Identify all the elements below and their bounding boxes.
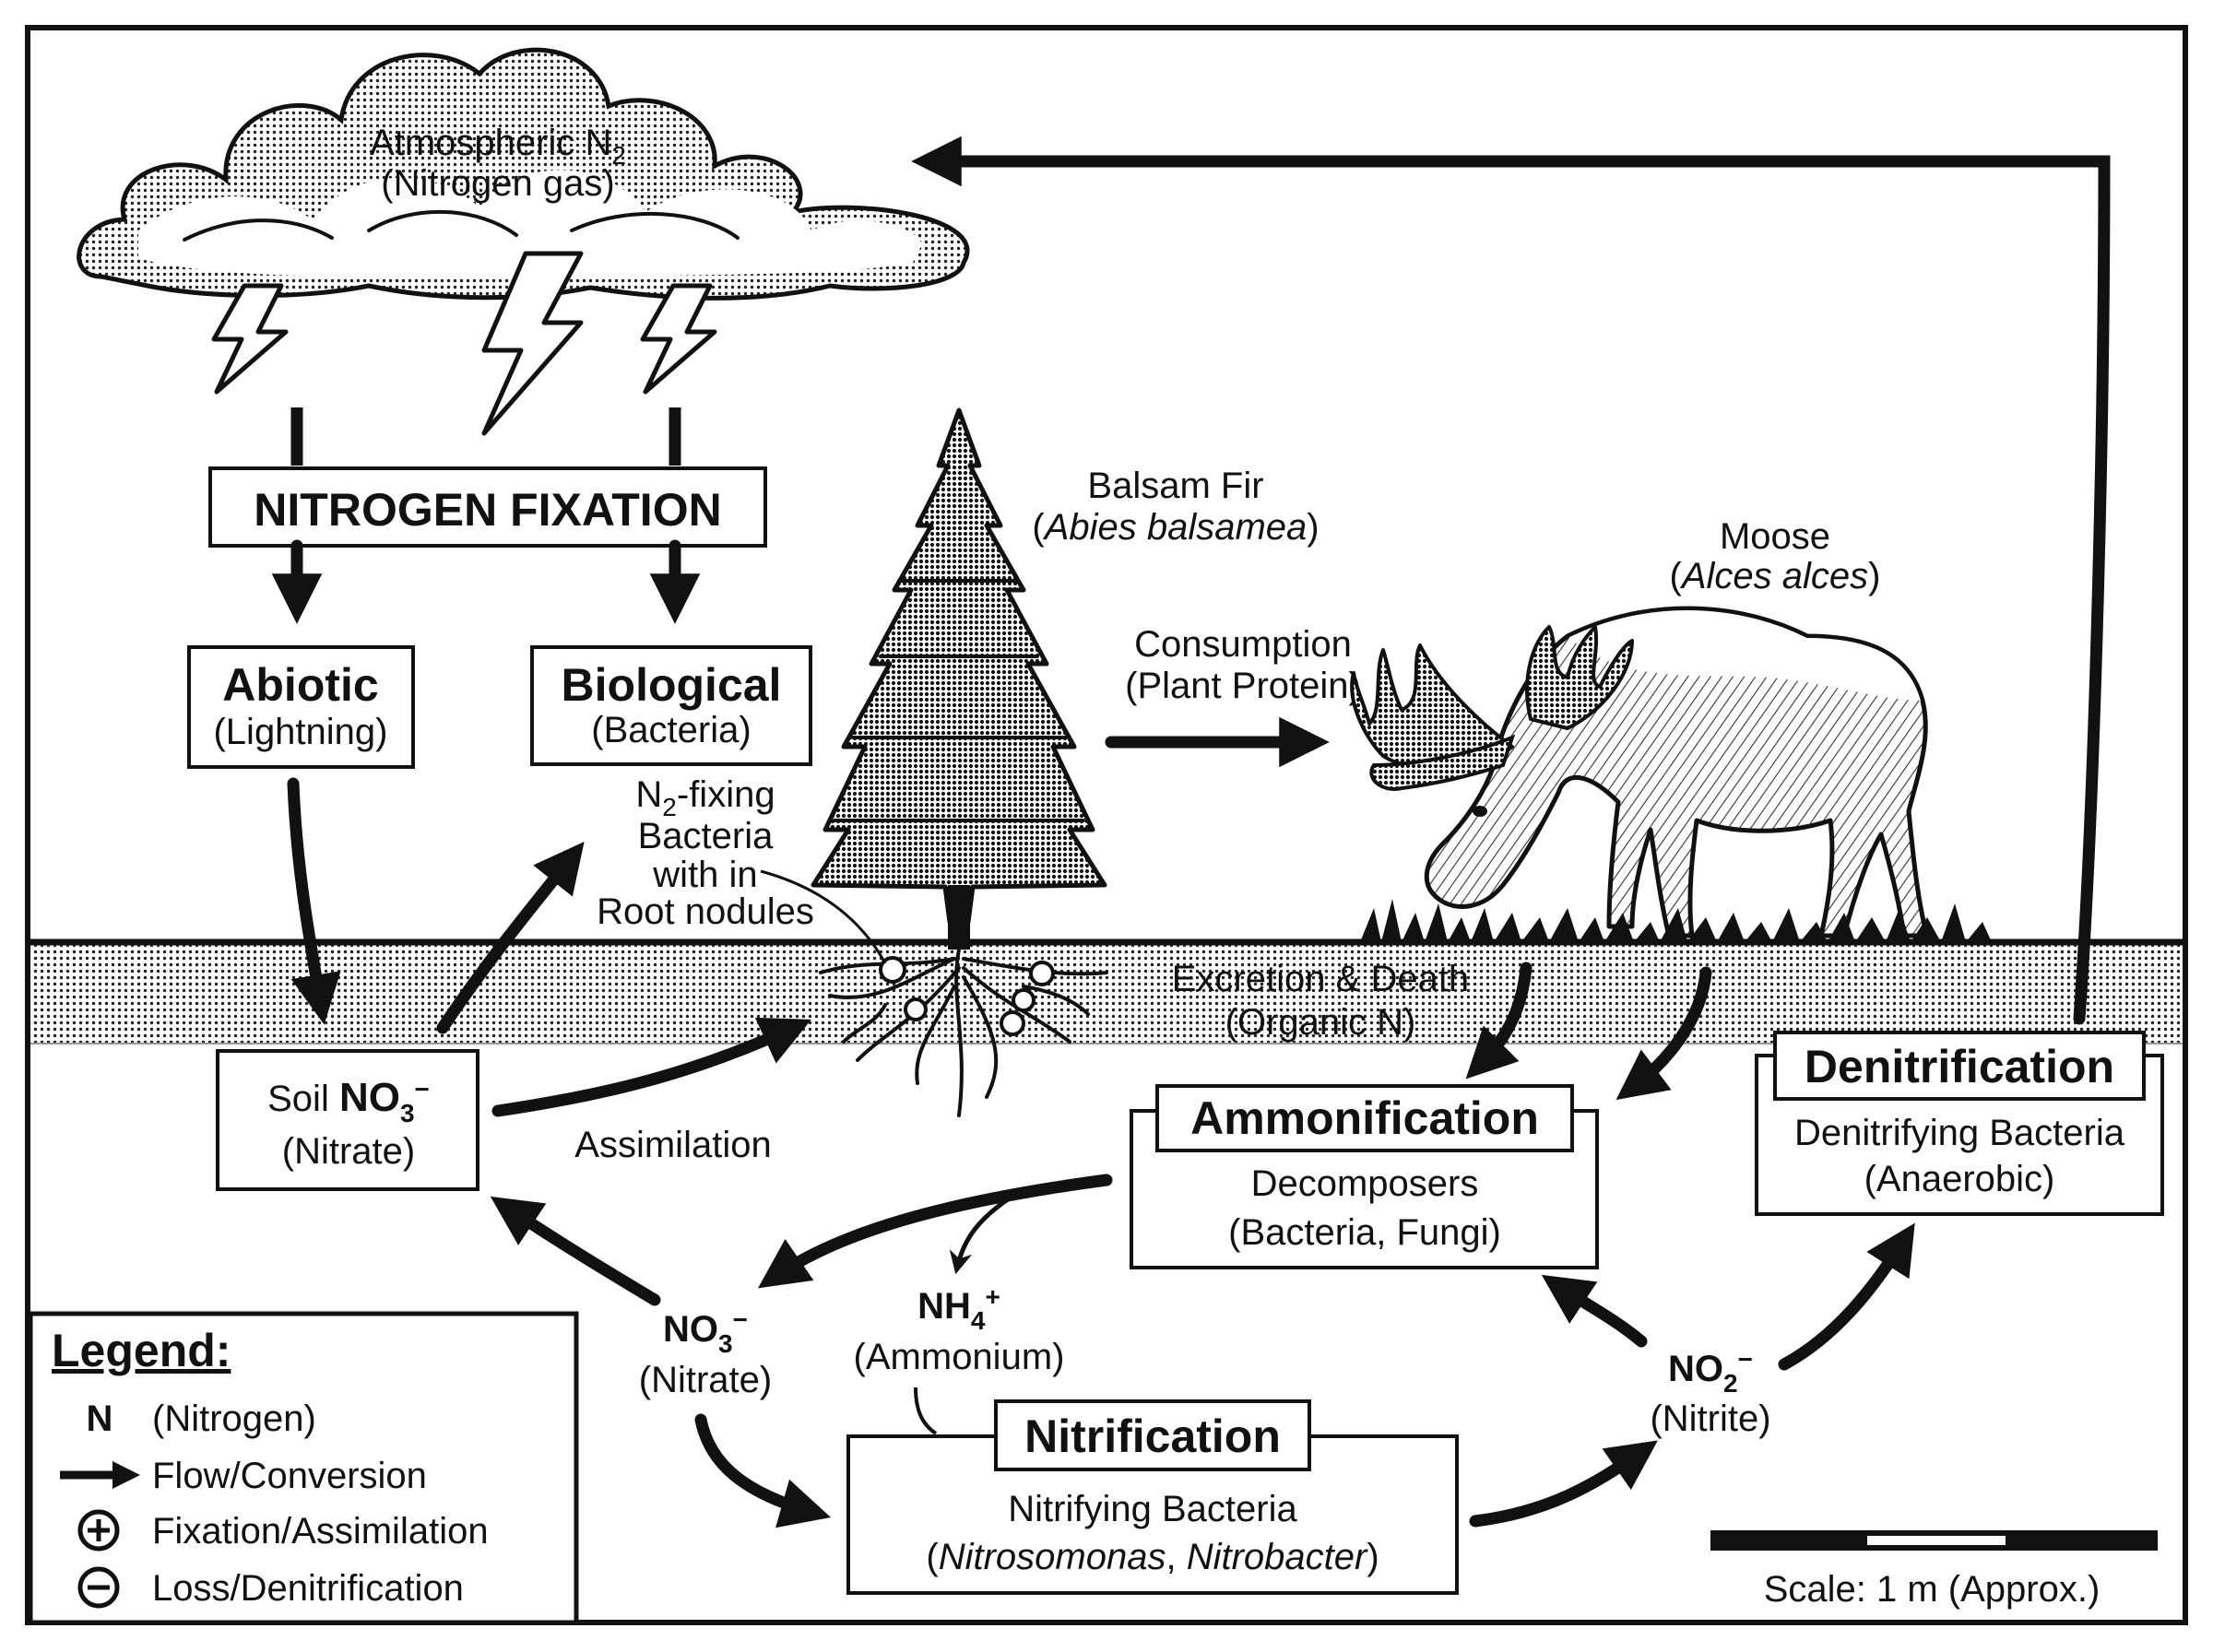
moose-icon (1350, 606, 1930, 938)
fir-name: Balsam Fir (1087, 466, 1263, 506)
atmosphere-subtitle: (Nitrogen gas) (381, 163, 614, 204)
nitrate-to-nitrification-arrow (694, 1413, 831, 1528)
plus-circle-icon (77, 1509, 120, 1552)
biological-subtitle: (Bacteria) (591, 710, 751, 750)
nodules-line2: Bacteria (638, 816, 774, 856)
minus-circle-icon (77, 1566, 120, 1609)
legend-label-loss: Loss/Denitrification (152, 1568, 464, 1609)
soil-nitrate-subtitle: (Nitrate) (282, 1131, 415, 1172)
nodules-line4: Root nodules (597, 891, 814, 932)
tree-roots (819, 948, 1108, 1117)
ammonium-connector (914, 1386, 938, 1435)
abiotic-title: Abiotic (222, 659, 378, 711)
nitrate-to-soil-arrow (490, 1196, 661, 1306)
balsam-fir-tree (811, 407, 1107, 950)
ammonification-line1: Decomposers (1251, 1163, 1479, 1204)
soil-nitrate-label: Soil NO3− (267, 1075, 430, 1127)
biological-title: Biological (562, 659, 782, 711)
ammonification-to-ammonium-arrow (949, 1186, 1025, 1275)
denitrification-line1: Denitrifying Bacteria (1794, 1113, 2125, 1153)
lightning-bolt-icon (640, 283, 717, 395)
nodule-pointer-line (760, 869, 887, 964)
abiotic-box (187, 645, 415, 769)
nodules-line3: with in (652, 855, 757, 895)
denitrification-title-tag (1773, 1031, 2146, 1101)
abiotic-to-soil-nitrate-arrow (287, 777, 341, 1025)
assimilation-label: Assimilation (574, 1125, 771, 1165)
ammonification-line2: (Bacteria, Fungi) (1228, 1212, 1501, 1253)
excretion-line2: (Organic N) (1225, 1002, 1416, 1043)
consumption-line1: Consumption (1134, 624, 1352, 665)
nitrite-to-denitrification-arrow (1778, 1222, 1915, 1371)
ammonification-title: Ammonification (1190, 1092, 1539, 1144)
moose-name: Moose (1720, 516, 1830, 557)
scale-label: Scale: 1 m (Approx.) (1764, 1569, 2101, 1610)
denitrification-to-atmosphere-arrow (911, 136, 2111, 1025)
grass (1360, 899, 1992, 942)
legend-label-fixation: Fixation/Assimilation (152, 1511, 489, 1552)
lightning-bolt-icon (211, 283, 289, 395)
ammonification-to-nitrate-arrow (757, 1174, 1113, 1289)
outer-frame (25, 25, 2188, 1625)
moose-latin: (Alces alces) (1670, 556, 1881, 596)
excretion-arrow (1465, 962, 1533, 1080)
cloud-icon (77, 47, 970, 301)
nitrification-line1: Nitrifying Bacteria (1008, 1489, 1297, 1529)
soil-band (30, 942, 2183, 1044)
arrow-icon (60, 1461, 140, 1489)
excretion-line1: Excretion & Death (1172, 959, 1469, 999)
nitrate-formula: NO3− (663, 1305, 748, 1358)
nitrification-line2: (Nitrosomonas, Nitrobacter) (926, 1537, 1379, 1577)
lightning-bolt-icon (481, 251, 584, 436)
biological-box (530, 645, 812, 766)
ammonium-subtitle: (Ammonium) (854, 1337, 1065, 1377)
nitrite-subtitle: (Nitrite) (1650, 1398, 1770, 1439)
nitrite-formula: NO2− (1668, 1345, 1753, 1398)
denitrification-title: Denitrification (1805, 1041, 2114, 1092)
legend-label-nitrogen: (Nitrogen) (152, 1398, 316, 1439)
fir-latin: (Abies balsamea) (1032, 507, 1319, 548)
legend-symbol-n: N (87, 1398, 113, 1439)
nodules-line1: N2-fixing (635, 774, 775, 821)
legend-title: Legend: (52, 1325, 231, 1376)
denitrification-line2: (Anaerobic) (1864, 1159, 2055, 1199)
abiotic-subtitle: (Lightning) (213, 712, 387, 752)
atmosphere-title: Atmospheric N2 (370, 123, 626, 170)
assimilation-arrow (491, 1017, 811, 1117)
soil-to-biological-arrow (436, 841, 585, 1034)
nitrate-subtitle: (Nitrate) (639, 1360, 772, 1400)
nitrogen-fixation-box (208, 466, 767, 548)
nitrification-title-tag (994, 1399, 1311, 1471)
scale-bar (1710, 1530, 2158, 1551)
nitrification-to-nitrite-arrow (1469, 1440, 1658, 1528)
moose-to-ammonification-arrow (1615, 966, 1712, 1101)
soil-nitrate-box (216, 1049, 479, 1191)
root-nodules (879, 956, 1055, 1036)
nitrogen-fixation-heading: NITROGEN FIXATION (254, 484, 721, 536)
consumption-line2: (Plant Protein) (1125, 666, 1361, 706)
ammonification-title-tag (1155, 1084, 1574, 1152)
legend-label-flow: Flow/Conversion (152, 1456, 427, 1496)
nitrite-to-ammonification-arrow (1541, 1274, 1648, 1348)
nitrification-title: Nitrification (1024, 1410, 1281, 1462)
ammonium-formula: NH4+ (917, 1282, 1000, 1335)
